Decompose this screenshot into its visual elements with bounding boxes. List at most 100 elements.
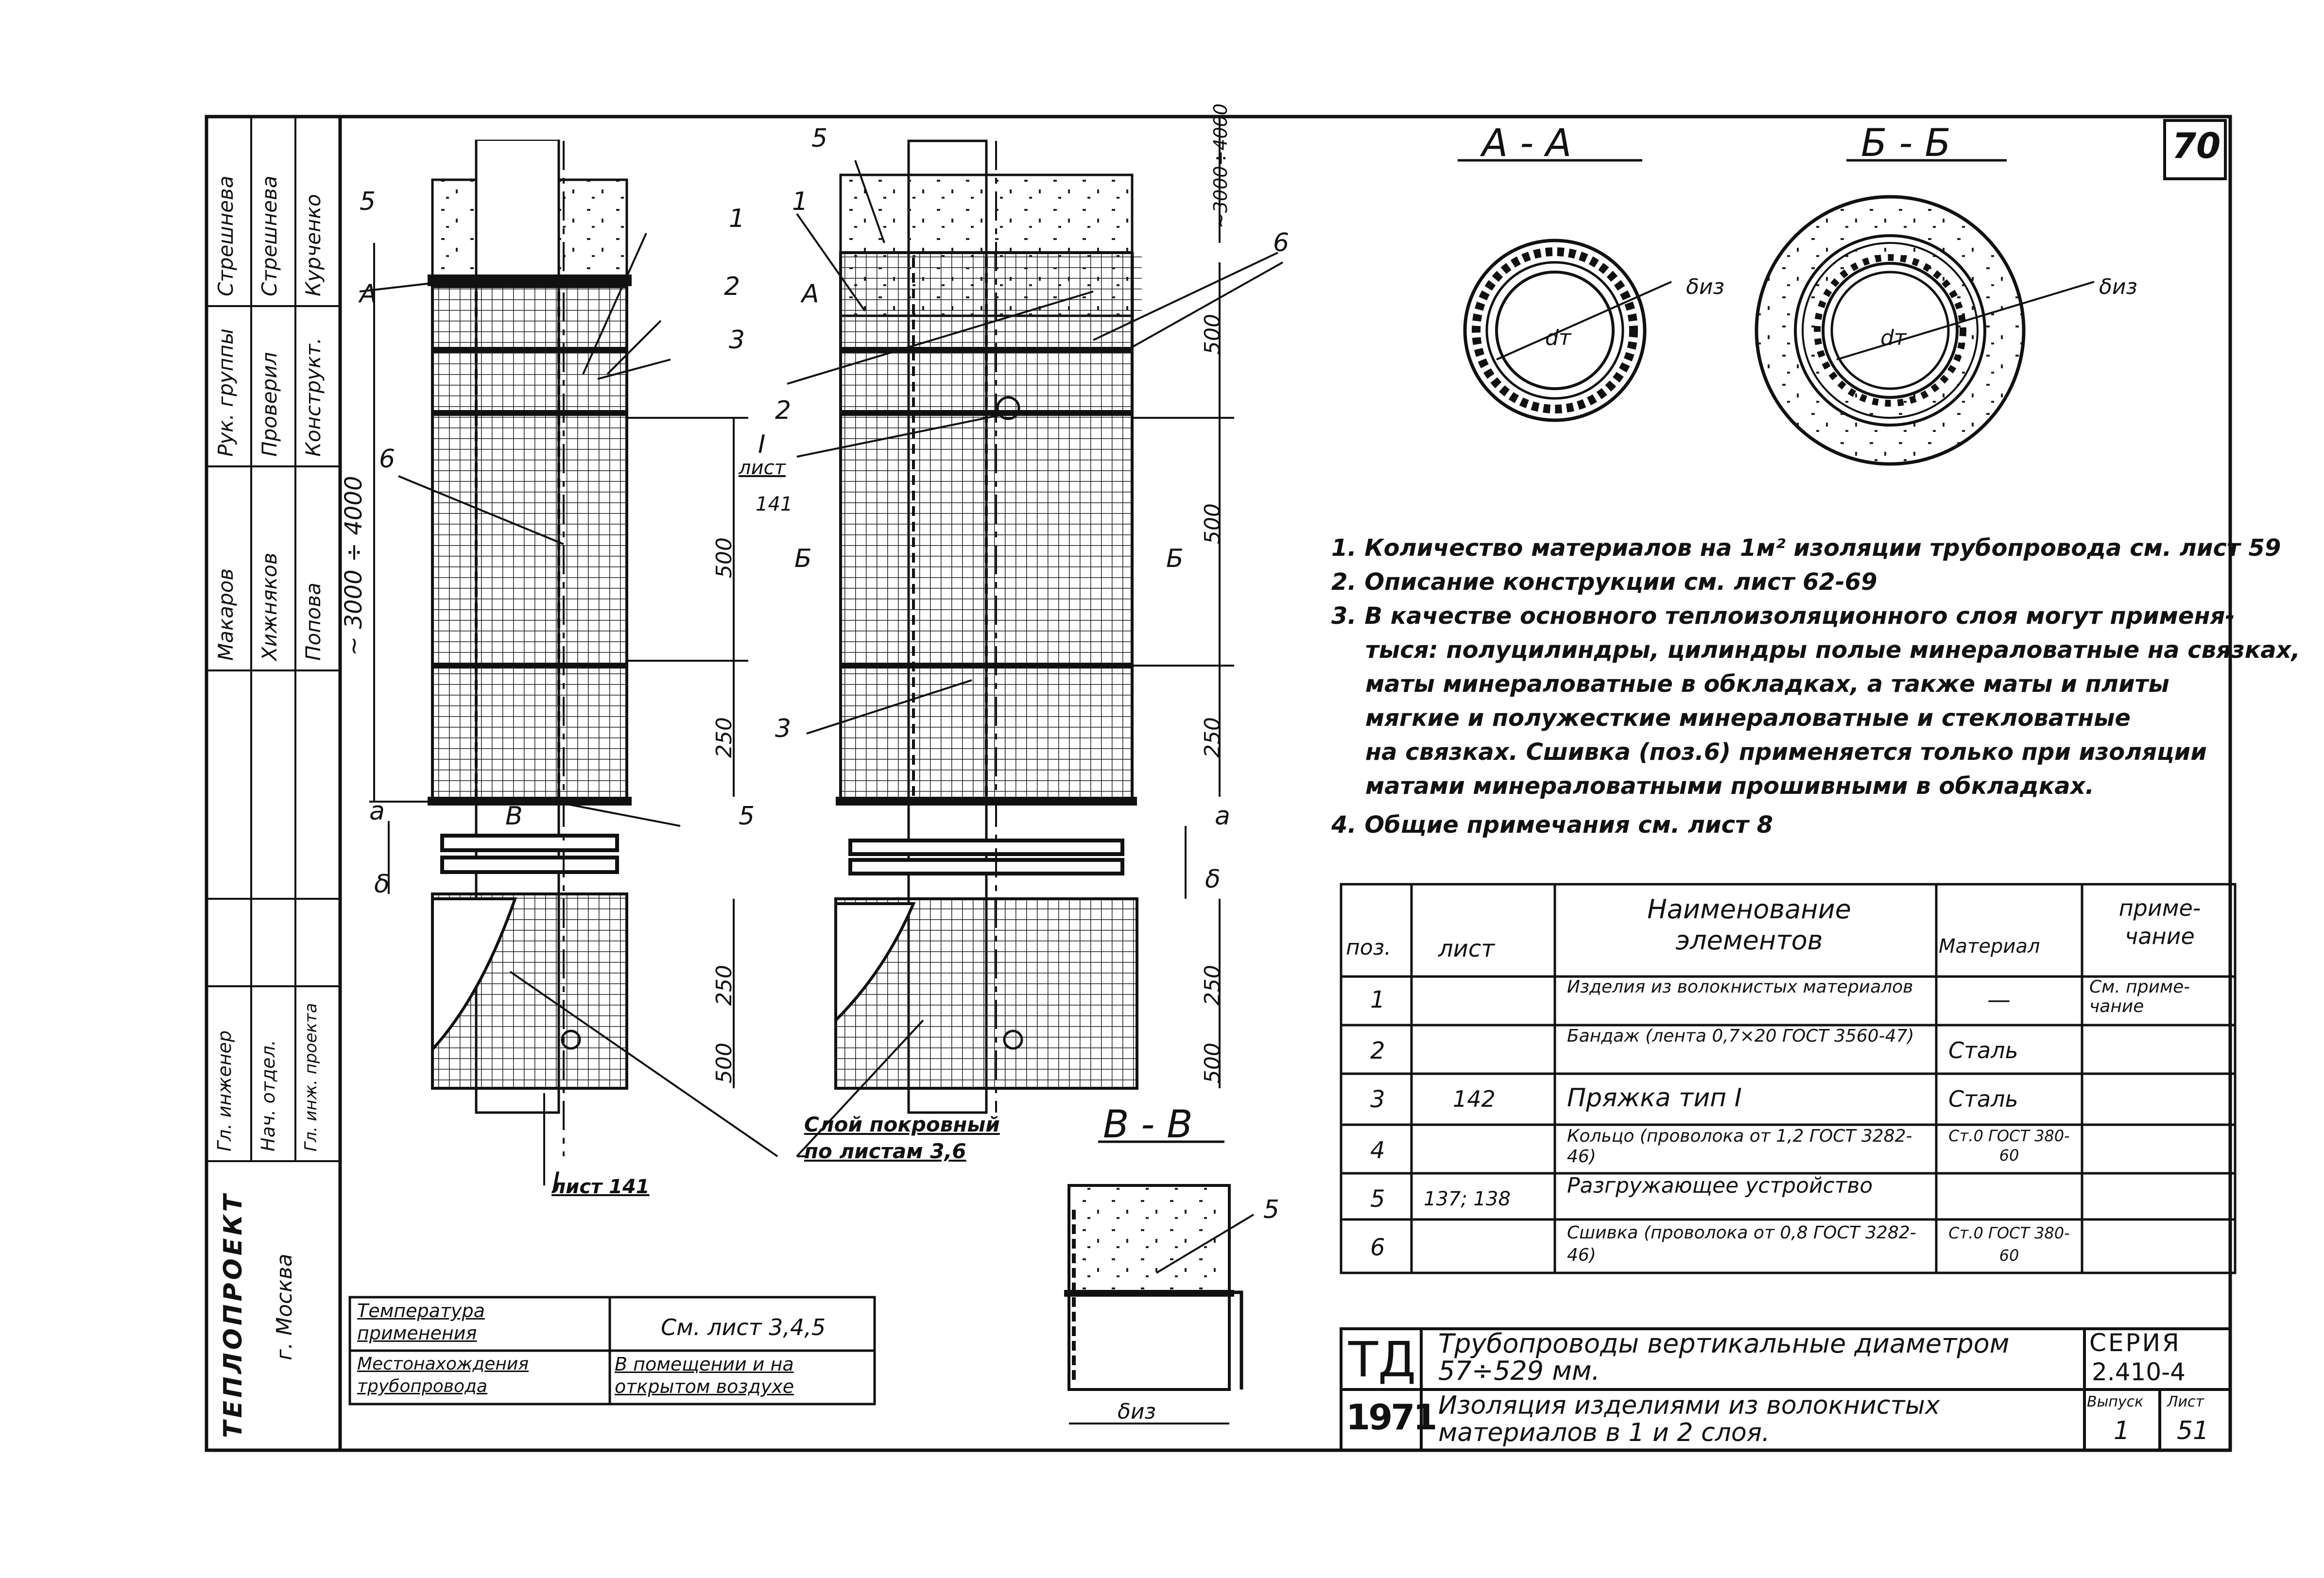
spec-header-pos: поз.	[1346, 935, 1392, 960]
bb-delta-iz-label: δиз	[2099, 274, 2137, 299]
stamp-org: ТЕПЛОПРОЕКТ	[219, 1191, 248, 1438]
callout-5-vv: 5	[1263, 1195, 1280, 1224]
stamp-role-dept-head: Нач. отдел.	[258, 1040, 279, 1151]
stamp-role-designer: Конструкт.	[301, 337, 325, 457]
dim-delta-left: δ	[374, 870, 390, 899]
spec-row3-sheet: 142	[1453, 1086, 1496, 1112]
spec-row2-material: Сталь	[1948, 1037, 2018, 1063]
bb-dt-label: dт	[1880, 326, 1907, 350]
note-3-line4: мягкие и полужесткие минераловатные и ст…	[1365, 704, 2131, 732]
issue-label: Выпуск	[2087, 1393, 2144, 1410]
stamp-role-project-engineer: Гл. инж. проекта	[301, 1003, 321, 1151]
spec-header-sheet: лист	[1438, 935, 1495, 962]
detail-list141-left: лист 141	[551, 1176, 650, 1198]
aa-delta-iz-label: δиз	[1686, 274, 1724, 299]
stamp-role-checked: Проверил	[258, 352, 281, 457]
section-aa-title: А - А	[1482, 121, 1572, 165]
note-3-line6: матами минераловатными прошивными в обкл…	[1365, 772, 2094, 800]
note-4: 4. Общие примечания см. лист 8	[1331, 811, 1773, 839]
dim-500-middle-bottom: 500	[1200, 1043, 1225, 1083]
aa-dt-label: dт	[1545, 326, 1571, 350]
spec-row4-pos: 4	[1370, 1137, 1385, 1164]
stamp-name-khizhnyakov: Хижняков	[258, 552, 281, 661]
location-label: Местонахождения трубопровода	[357, 1354, 529, 1396]
spec-row4-material: Ст.0 ГОСТ 380-60	[1948, 1127, 2070, 1165]
title-block-grid	[1340, 1327, 2232, 1452]
spec-row5-sheet: 137; 138	[1424, 1188, 1511, 1210]
spec-row3-material: Сталь	[1948, 1086, 2018, 1112]
stamp-role-chief-engineer: Гл. инженер	[214, 1030, 235, 1151]
stamp-grid	[207, 117, 340, 1162]
dim-500-middle-top: 500	[1200, 314, 1225, 355]
callout-5-middle: 5	[811, 124, 828, 153]
spec-row6-name: Сшивка (проволока от 0,8 ГОСТ 3282-46)	[1567, 1223, 1916, 1265]
cover-layer-line2: по листам 3,6	[804, 1139, 966, 1163]
dim-500-left: 500	[712, 537, 737, 578]
section-bb-title: Б - Б	[1861, 121, 1951, 165]
sheet-number: 70	[2172, 125, 2221, 166]
spec-row5-name: Разгружающее устройство	[1567, 1173, 1873, 1198]
spec-row1-note: См. приме- чание	[2089, 977, 2190, 1016]
callout-5-left: 5	[360, 187, 376, 216]
detail-i-middle: I	[758, 430, 766, 459]
note-3-line2: тыся: полуцилиндры, цилиндры полые минер…	[1365, 636, 2300, 664]
spec-row2-pos: 2	[1370, 1037, 1385, 1064]
stamp-name-streshneva-1: Стрешнева	[214, 175, 238, 296]
middle-elevation	[834, 139, 1142, 1114]
stamp-name-popova: Попова	[301, 583, 325, 661]
issue-value: 1	[2114, 1416, 2130, 1445]
note-2: 2. Описание конструкции см. лист 62-69	[1331, 568, 1877, 596]
dim-500-middle: 500	[1200, 503, 1225, 544]
stamp-role-group-lead: Рук. группы	[214, 328, 238, 457]
callout-2-left: 2	[724, 272, 740, 301]
left-elevation	[428, 139, 632, 1156]
sheet-label: Лист	[2167, 1393, 2204, 1410]
dim-250-left: 250	[712, 717, 737, 758]
dim-height-range: ~ 3000 ÷ 4000	[340, 476, 367, 656]
spec-row6-material: Ст.0 ГОСТ 380-60	[1948, 1224, 2070, 1265]
callout-5-left-bottom: 5	[739, 802, 755, 831]
detail-i-left: I	[551, 1166, 560, 1200]
sheet-frame	[205, 115, 2232, 1452]
spec-row1-name: Изделия из волокнистых материалов	[1567, 977, 1913, 997]
temp-table-grid	[348, 1296, 876, 1406]
spec-row4-name: Кольцо (проволока от 1,2 ГОСТ 3282-46)	[1567, 1126, 1912, 1166]
callout-6-middle: 6	[1273, 228, 1290, 257]
callout-3-middle: 3	[775, 714, 792, 743]
dim-250-middle-bottom: 250	[1200, 965, 1225, 1006]
dim-a-left: а	[369, 797, 385, 826]
vv-delta-iz-label: δиз	[1118, 1399, 1156, 1424]
section-cut-b-left: Б	[794, 544, 812, 573]
dim-250-left-bottom: 250	[712, 965, 737, 1006]
callout-6-left: 6	[379, 445, 396, 474]
spec-header-name: Наименование элементов	[1647, 894, 1851, 956]
middle-dimensions	[787, 117, 1283, 1157]
stamp-name-makarov: Макаров	[214, 568, 238, 661]
stamp-name-kurchenko: Курченко	[301, 194, 325, 296]
series-label: СЕРИЯ	[2089, 1329, 2181, 1357]
callout-1-middle: 1	[792, 187, 809, 216]
note-3-line5: на связках. Сшивка (поз.6) применяется т…	[1365, 738, 2207, 766]
note-3-line3: маты минераловатные в обкладках, а также…	[1365, 670, 2169, 698]
title-td: ТД	[1348, 1331, 1416, 1388]
section-bb	[1755, 159, 2095, 466]
section-vv	[1064, 1140, 1255, 1424]
spec-row3-name: Пряжка тип I	[1567, 1083, 1742, 1113]
title-line2: Изоляция изделиями из волокнистых матери…	[1438, 1391, 1940, 1447]
callout-1-left: 1	[729, 204, 745, 233]
dim-500-left-bottom: 500	[712, 1043, 737, 1083]
section-aa	[1458, 159, 1672, 422]
cover-layer-line1: Слой покровный	[804, 1113, 1000, 1136]
spec-header-note: приме- чание	[2118, 895, 2201, 949]
spec-header-material: Материал	[1939, 935, 2040, 958]
temp-label: Температура применения	[357, 1300, 485, 1344]
detail-141-middle: 141	[756, 493, 793, 515]
section-cut-v: В	[505, 802, 523, 831]
callout-3-left: 3	[729, 326, 745, 355]
spec-table-grid	[1340, 883, 2237, 1274]
stamp-city: г. Москва	[272, 1253, 297, 1360]
series-value: 2.410-4	[2092, 1358, 2186, 1386]
section-cut-a-right: А	[802, 279, 819, 309]
callout-2-middle: 2	[775, 396, 792, 425]
